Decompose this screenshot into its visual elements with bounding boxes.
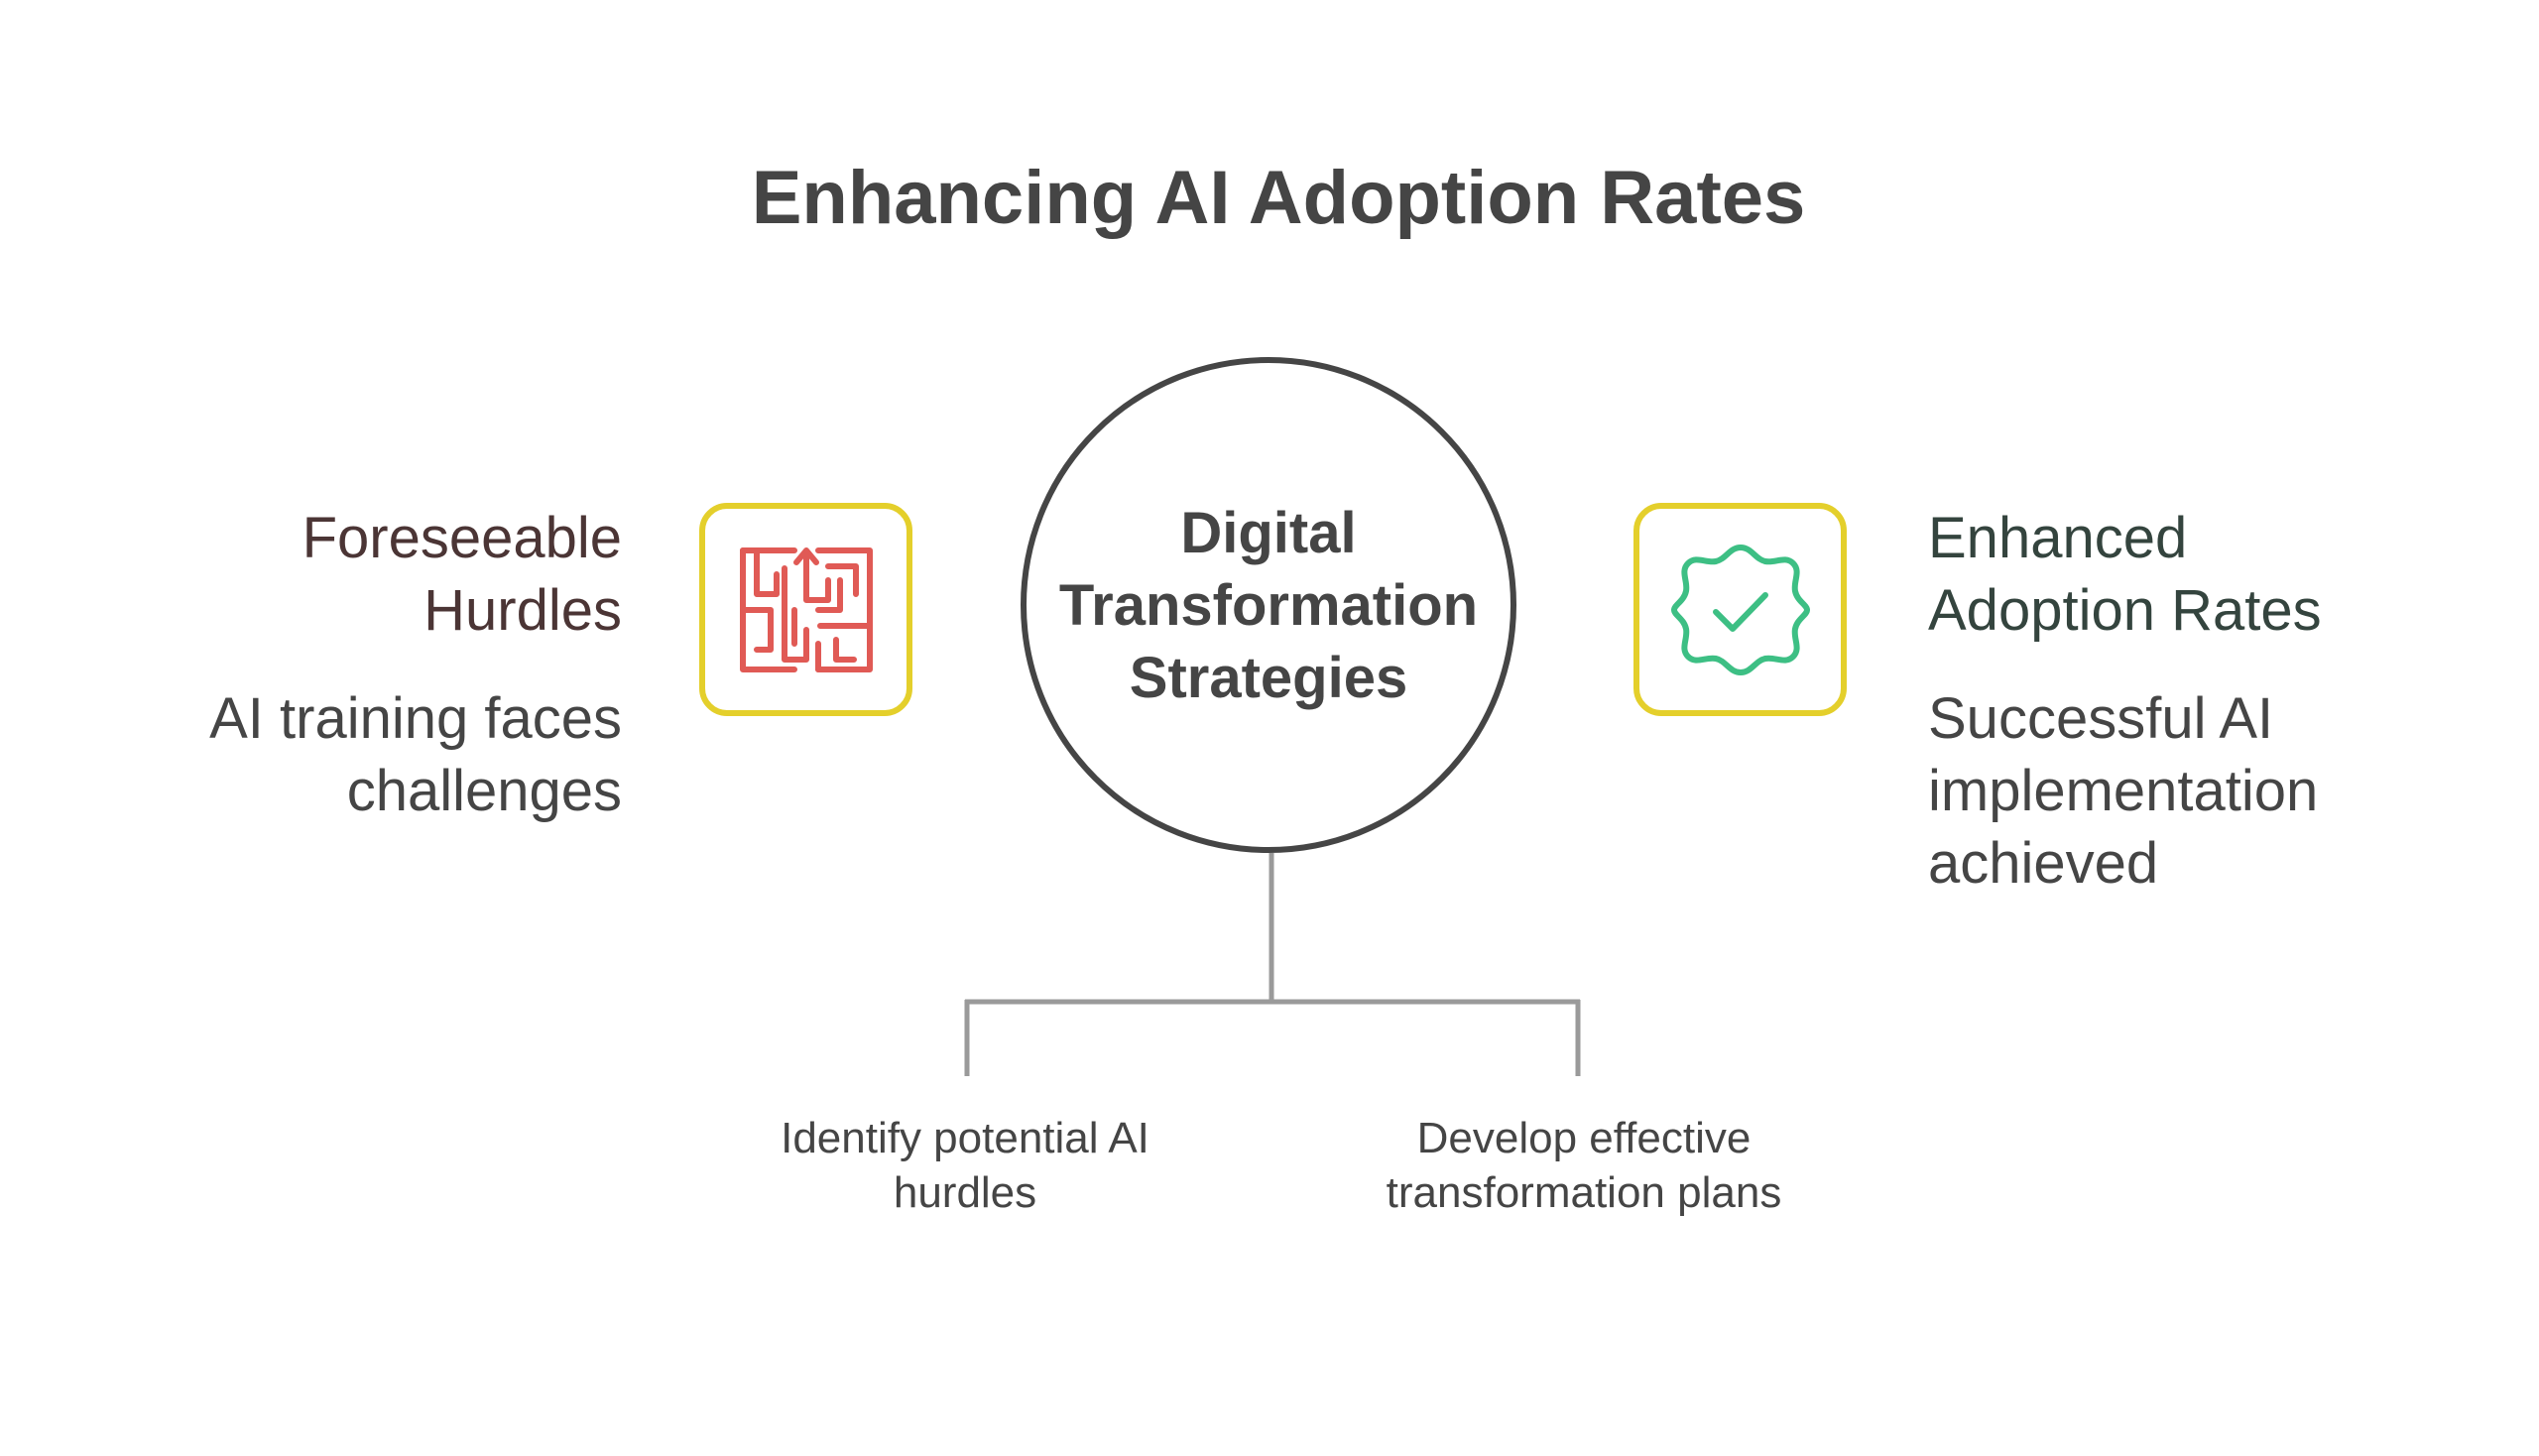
branch-label-identify-hurdles: Identify potential AI hurdles — [717, 1111, 1213, 1220]
left-description: AI training faces challenges — [66, 682, 622, 827]
right-description: Successful AI implementation achieved — [1928, 682, 2483, 900]
left-heading: Foreseeable Hurdles — [66, 502, 622, 647]
left-heading-line-2: Hurdles — [423, 578, 622, 643]
left-desc-line-2: challenges — [346, 759, 622, 823]
right-desc-line-2: implementation — [1928, 759, 2319, 823]
center-label: Digital Transformation Strategies — [1050, 497, 1487, 714]
right-heading-line-2: Adoption Rates — [1928, 578, 2322, 643]
center-node: Digital Transformation Strategies — [1021, 357, 1516, 853]
right-heading: Enhanced Adoption Rates — [1928, 502, 2483, 647]
right-icon-box — [1633, 503, 1847, 716]
check-badge-icon — [1670, 544, 1810, 675]
right-desc-line-3: achieved — [1928, 831, 2159, 896]
branch-1-line-1: Identify potential AI — [781, 1114, 1149, 1162]
left-node-text: Foreseeable Hurdles AI training faces ch… — [66, 502, 622, 827]
right-heading-line-1: Enhanced — [1928, 506, 2188, 570]
branch-2-line-1: Develop effective — [1416, 1114, 1752, 1162]
branch-1-line-2: hurdles — [893, 1168, 1037, 1217]
right-desc-line-1: Successful AI — [1928, 686, 2274, 751]
center-label-line-2: Transformation — [1058, 572, 1479, 638]
left-heading-line-1: Foreseeable — [302, 506, 622, 570]
center-label-line-1: Digital — [1180, 500, 1357, 565]
branch-2-line-2: transformation plans — [1386, 1168, 1782, 1217]
diagram-title: Enhancing AI Adoption Rates — [751, 156, 1806, 240]
left-desc-line-1: AI training faces — [209, 686, 622, 751]
maze-icon — [739, 546, 873, 672]
right-node-text: Enhanced Adoption Rates Successful AI im… — [1928, 502, 2483, 900]
left-icon-box — [699, 503, 912, 716]
branch-label-develop-plans: Develop effective transformation plans — [1336, 1111, 1832, 1220]
center-label-line-3: Strategies — [1129, 645, 1408, 710]
